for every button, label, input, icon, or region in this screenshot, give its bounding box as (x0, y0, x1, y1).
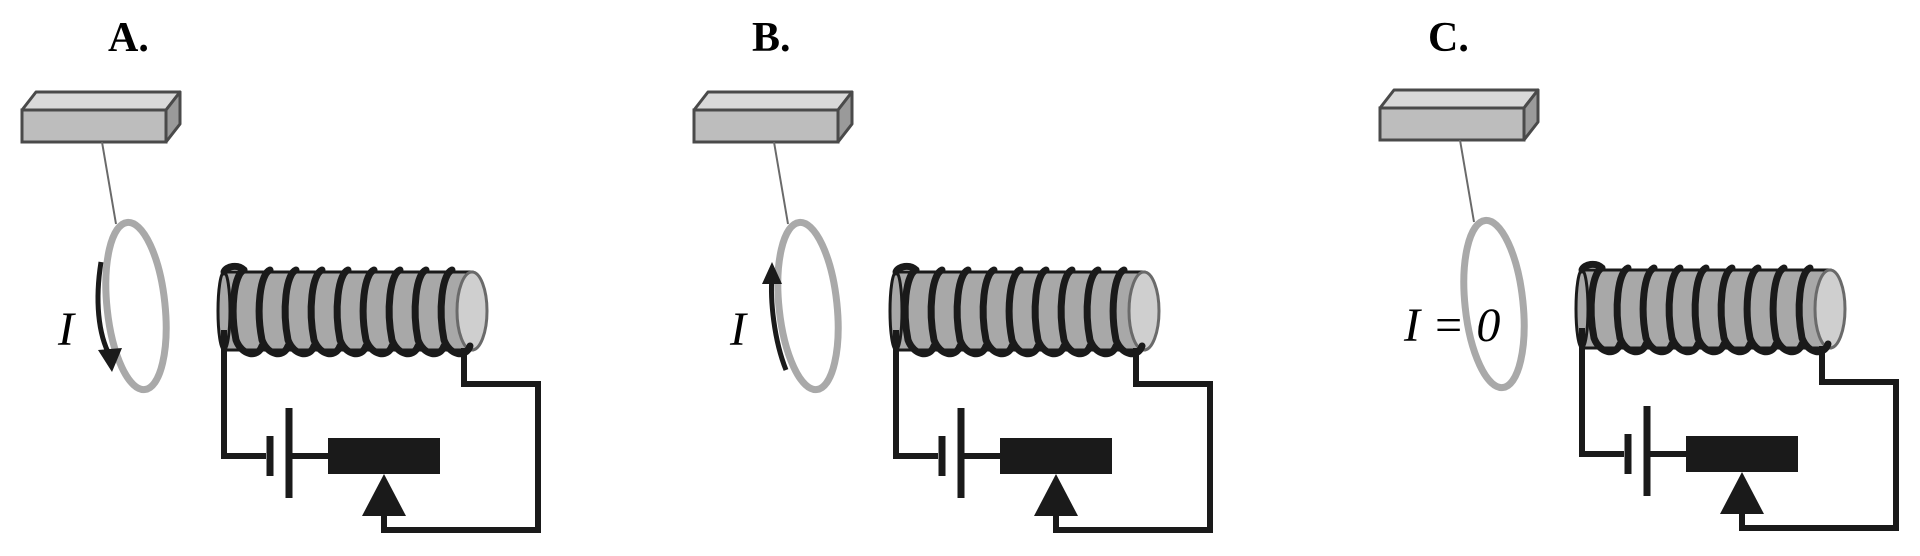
current-arrow-up-b (762, 262, 789, 371)
current-label-b: I (730, 303, 746, 356)
current-arrow-down-a (95, 261, 122, 372)
setup-c (1380, 90, 1896, 528)
panel-label-c: C. (1428, 15, 1469, 61)
current-label-c: I = 0 (1404, 299, 1501, 352)
panel-label-a: A. (108, 15, 149, 61)
panel-label-b: B. (752, 15, 791, 61)
current-label-a: I (58, 303, 74, 356)
